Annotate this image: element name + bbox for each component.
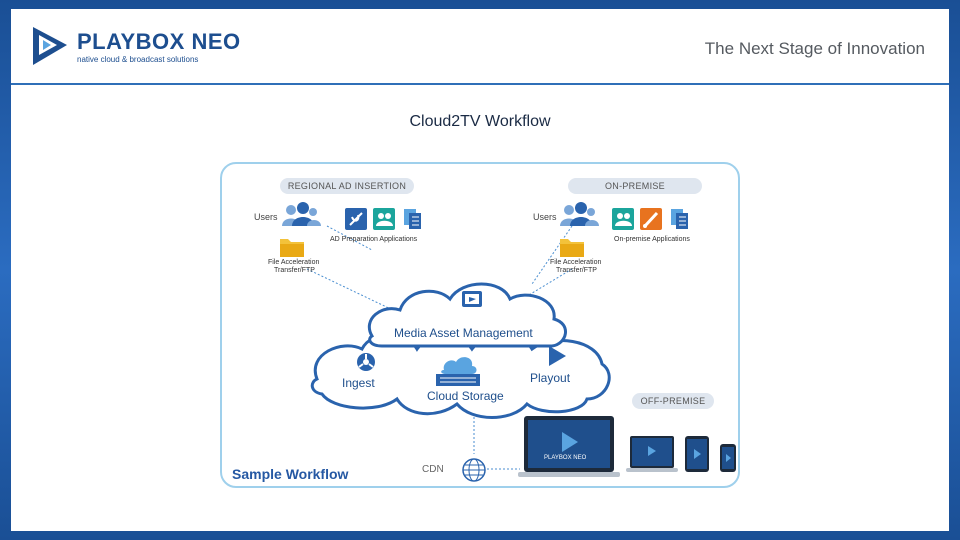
diagram-graphics <box>280 202 736 482</box>
cdn-label: CDN <box>422 464 444 475</box>
sample-workflow-label: Sample Workflow <box>232 466 349 482</box>
cloud-storage-icon <box>436 357 480 386</box>
onprem-file-transfer-line1: File Acceleration <box>550 259 602 266</box>
folder-icon <box>280 239 304 257</box>
header: PLAYBOX NEO native cloud & broadcast sol… <box>11 9 949 85</box>
laptop-brand-label: PLAYBOX NEO <box>544 455 587 461</box>
onprem-apps-label: On-premise Applications <box>614 236 690 243</box>
cloud-storage-label: Cloud Storage <box>427 389 504 403</box>
regional-users-label: Users <box>254 212 278 222</box>
onprem-file-transfer-line2: Transfer/FTP <box>556 267 597 274</box>
regional-apps-label: AD Preparation Applications <box>330 236 418 243</box>
small-laptop-device-icon <box>626 436 678 472</box>
connector-users-apps <box>326 225 373 251</box>
off-premise-pill: OFF-PREMISE <box>632 393 714 409</box>
satellite-icon <box>345 208 367 230</box>
onprem-documents-icon <box>671 209 688 229</box>
connector-regional-mam <box>306 268 398 313</box>
playout-icon <box>549 346 566 366</box>
playout-label: Playout <box>530 371 571 385</box>
media-asset-management-label: Media Asset Management <box>394 326 533 340</box>
regional-file-transfer-line1: File Acceleration <box>268 259 320 266</box>
users-icon <box>282 202 321 226</box>
onprem-users-icon <box>560 202 599 226</box>
regional-file-transfer-line2: Transfer/FTP <box>274 267 315 274</box>
team-icon <box>373 208 395 230</box>
globe-icon <box>462 458 486 482</box>
slide-title: Cloud2TV Workflow <box>409 113 551 130</box>
ingest-label: Ingest <box>342 376 375 390</box>
header-title: The Next Stage of Innovation <box>704 39 925 58</box>
tablet-device-icon <box>685 436 709 472</box>
logo: PLAYBOX NEO native cloud & broadcast sol… <box>29 23 241 73</box>
mam-icon <box>462 291 482 307</box>
phone-device-icon <box>720 444 736 472</box>
laptop-device-icon <box>518 416 620 477</box>
mam-cloud-shape <box>368 282 567 348</box>
regional-ad-insertion-pill: REGIONAL AD INSERTION <box>280 178 414 194</box>
onprem-users-label: Users <box>533 212 557 222</box>
brand-name: PLAYBOX NEO <box>77 29 241 54</box>
slide: PLAYBOX NEO native cloud & broadcast sol… <box>11 9 949 531</box>
onprem-folder-icon <box>560 239 584 257</box>
onprem-team-icon <box>612 208 634 230</box>
documents-icon <box>404 209 421 229</box>
paint-brush-icon <box>640 208 662 230</box>
workflow-diagram: REGIONAL AD INSERTION ON-PREMISE OFF-PRE… <box>220 162 740 488</box>
ingest-icon <box>357 353 375 371</box>
logo-mark-icon <box>33 27 67 65</box>
brand-tagline: native cloud & broadcast solutions <box>77 55 199 64</box>
on-premise-pill: ON-PREMISE <box>568 178 702 194</box>
